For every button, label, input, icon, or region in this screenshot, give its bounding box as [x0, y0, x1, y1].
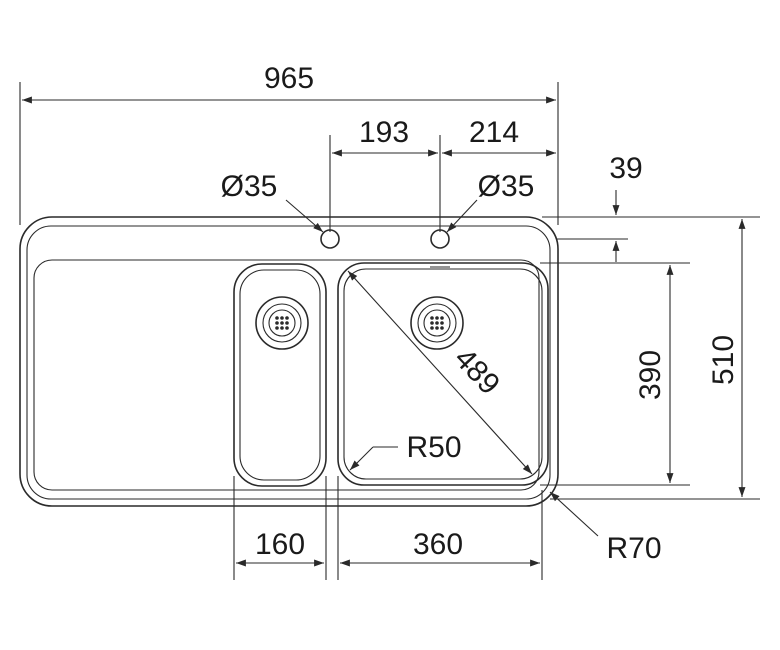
dim-bowl-depth: 390 [540, 262, 690, 486]
hole-spacing-2-label: 214 [469, 116, 519, 149]
dim-overall-width: 965 [19, 62, 559, 225]
small-bowl-inner [239, 269, 321, 481]
hole-offset-label: 39 [609, 152, 642, 185]
tap-holes [320, 229, 450, 249]
dim-hole-diameters: Ø35 Ø35 [221, 170, 535, 233]
large-bowl-outer [337, 262, 549, 486]
hole-diameter-right-label: Ø35 [478, 170, 535, 203]
dim-overall-depth: 510 [550, 219, 760, 500]
overall-width-label: 965 [264, 62, 314, 95]
large-bowl-drain [410, 296, 464, 350]
sink-outline [19, 216, 559, 507]
large-bowl-inner [343, 268, 543, 480]
sink-inner-edge [26, 225, 551, 500]
small-bowl-width-label: 160 [255, 528, 305, 561]
small-bowl-outer [233, 263, 327, 487]
large-bowl-width-label: 360 [413, 528, 463, 561]
hole-spacing-1-label: 193 [359, 116, 409, 149]
dim-outer-radius: R70 [549, 491, 662, 565]
diagonal-label: 489 [448, 342, 506, 401]
inner-radius-label: R50 [406, 431, 461, 464]
bowl-depth-label: 390 [634, 350, 667, 400]
dim-bowl-widths: 160 360 [233, 476, 543, 580]
small-bowl [233, 263, 327, 487]
outer-radius-label: R70 [606, 532, 661, 565]
hole-diameter-left-label: Ø35 [221, 170, 278, 203]
overall-depth-label: 510 [707, 335, 740, 385]
drainboard-edge [33, 259, 540, 491]
tap-hole-left [320, 229, 340, 249]
sink-outer-edge [19, 216, 559, 507]
dim-hole-spacing: 193 214 [329, 116, 556, 232]
tap-hole-right [430, 229, 450, 249]
dim-inner-radius: R50 [349, 431, 462, 471]
small-bowl-drain [255, 296, 309, 350]
dim-hole-offset: 39 [542, 152, 760, 262]
